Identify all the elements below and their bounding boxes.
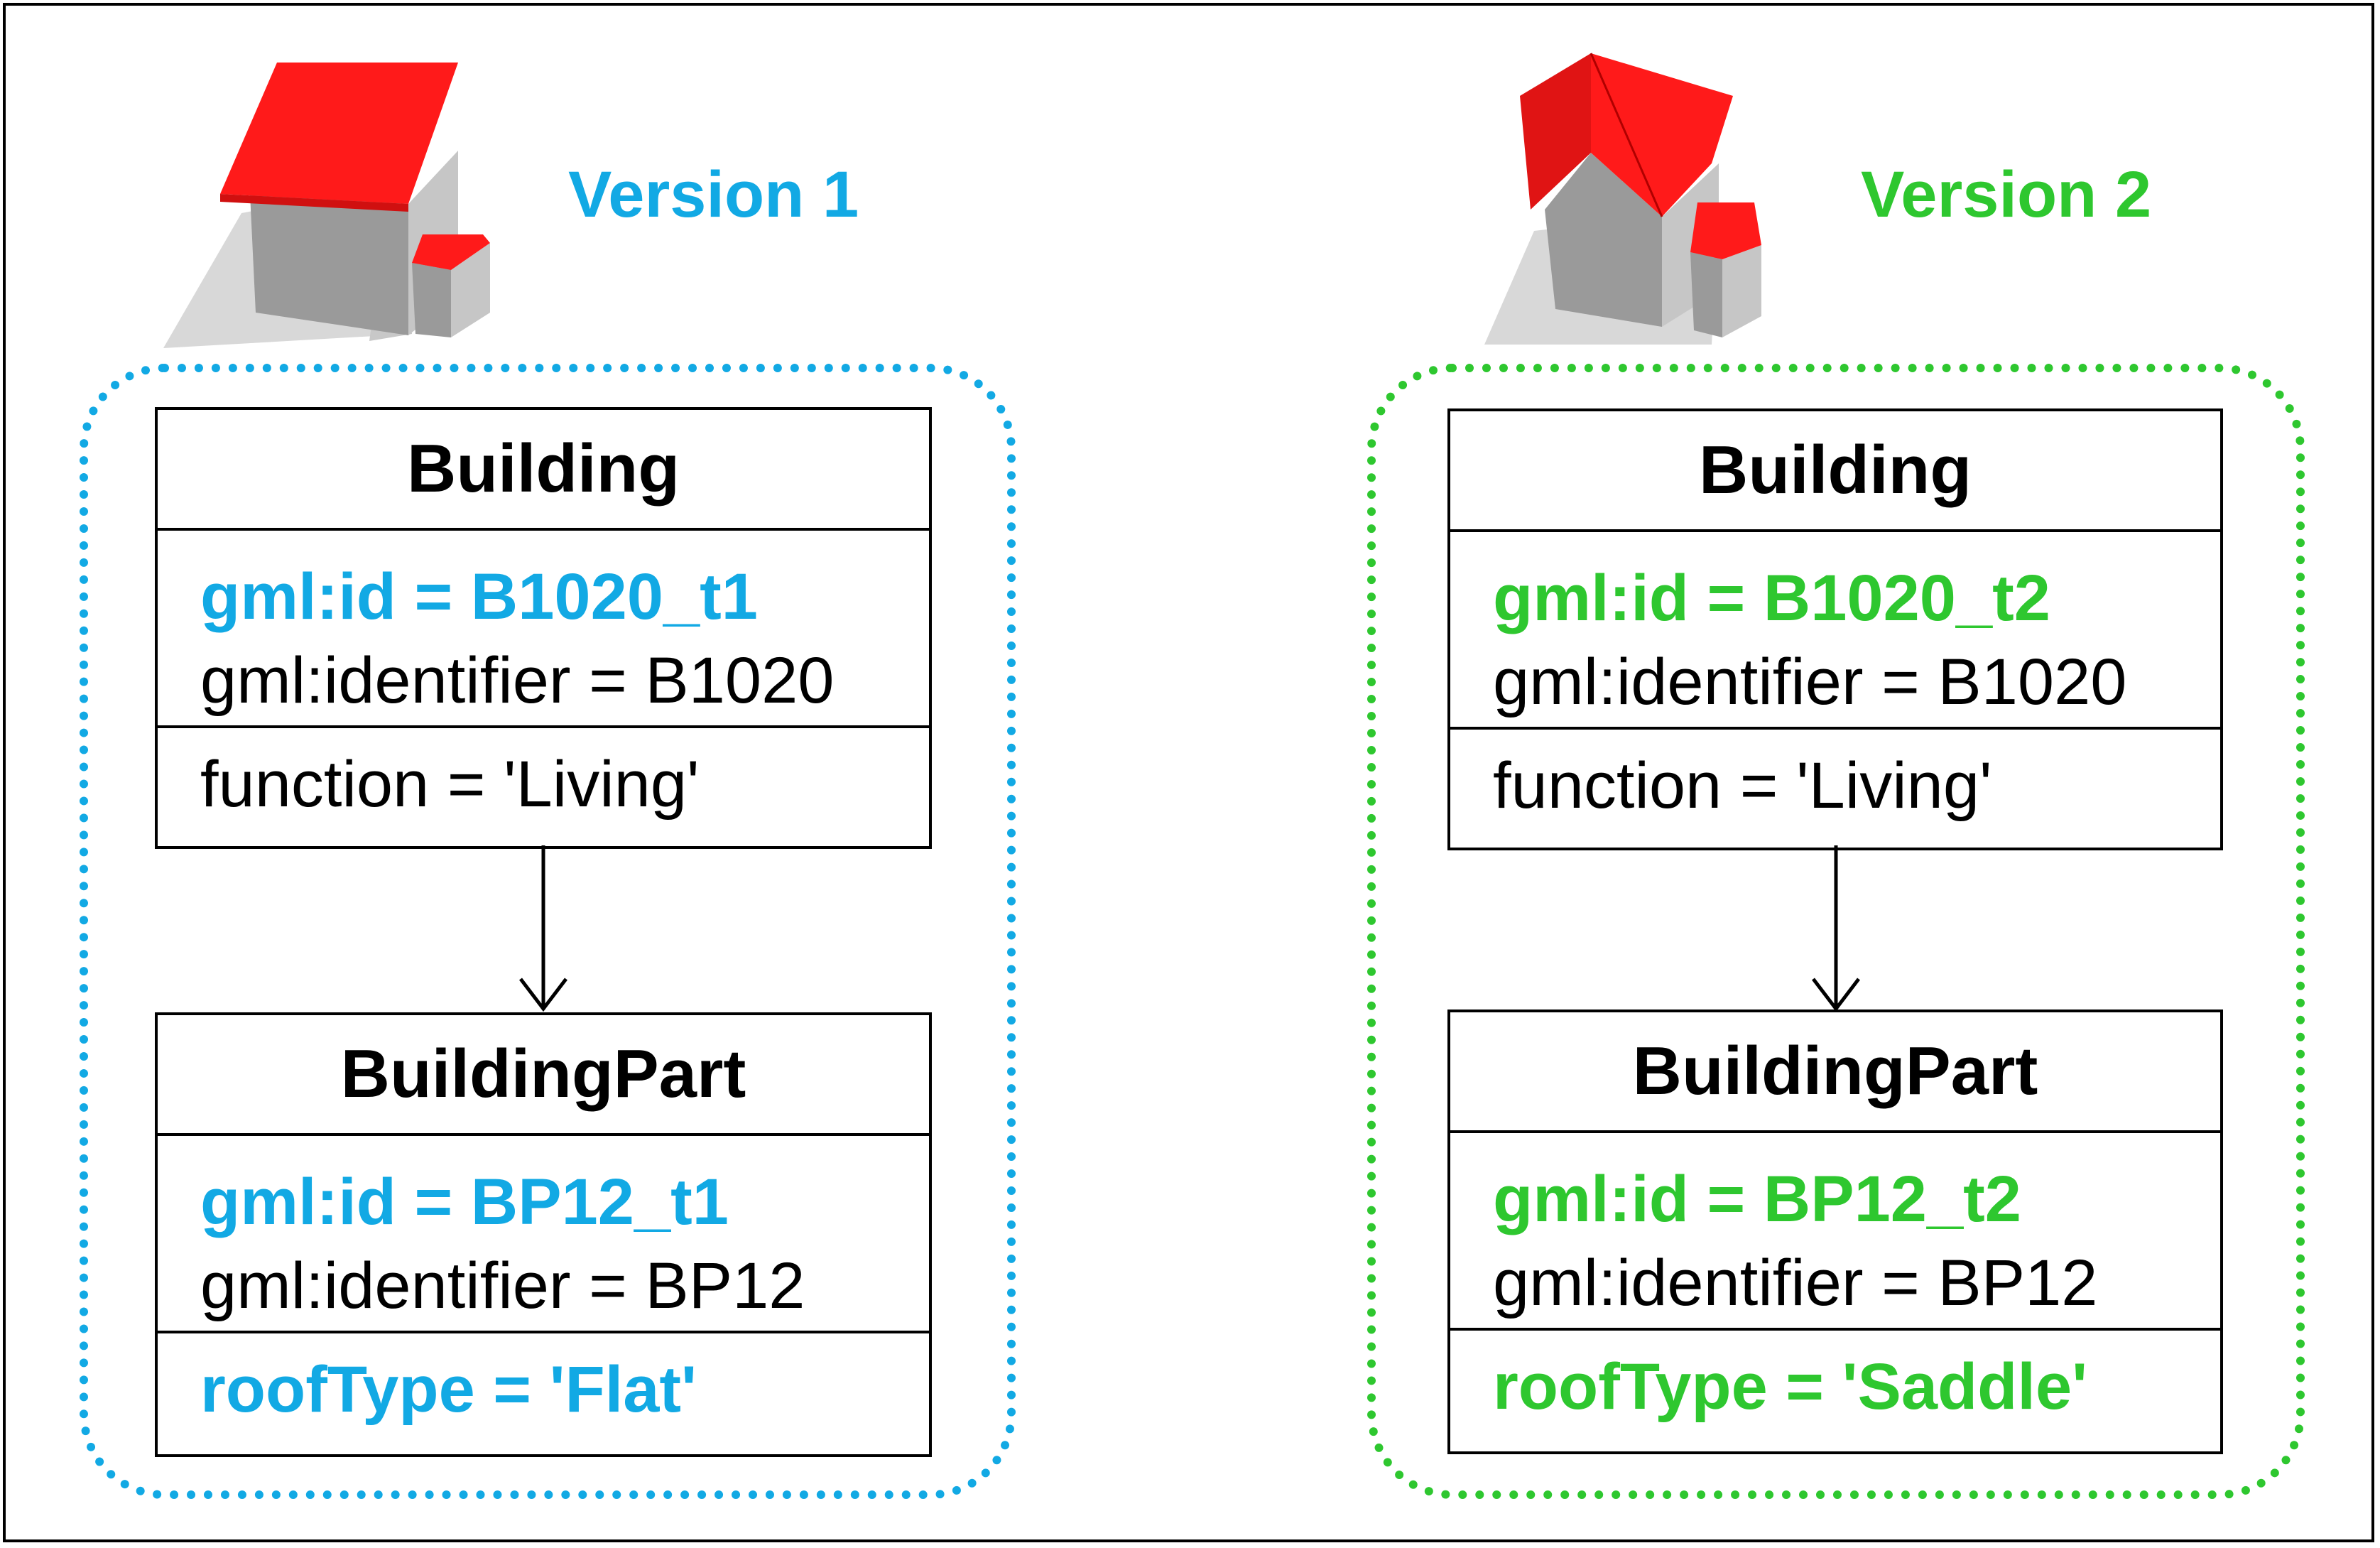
class-title: Building	[1450, 411, 2220, 532]
gml-id-attribute: gml:id = B1020_t1	[200, 561, 758, 633]
roof-type-attribute: roofType = 'Saddle'	[1493, 1351, 2087, 1423]
version-1-group	[80, 364, 1016, 1499]
gml-identifier-attribute: gml:identifier = BP12	[1493, 1247, 2098, 1319]
class-title: Building	[158, 410, 929, 531]
building-part-class-box: BuildingPart gml:id = BP12_t2 gml:identi…	[1447, 1010, 2223, 1454]
figure-frame	[3, 3, 2374, 1542]
function-attribute: function = 'Living'	[200, 748, 700, 821]
version-1-title: Version 1	[568, 158, 859, 231]
identifier-compartment: gml:id = B1020_t1 gml:identifier = B1020	[158, 531, 929, 728]
gml-identifier-attribute: gml:identifier = BP12	[200, 1250, 805, 1322]
gml-id-attribute: gml:id = B1020_t2	[1493, 562, 2050, 634]
roof-type-attribute: roofType = 'Flat'	[200, 1353, 697, 1426]
gml-identifier-attribute: gml:identifier = B1020	[1493, 646, 2127, 718]
identifier-compartment: gml:id = BP12_t2 gml:identifier = BP12	[1450, 1133, 2220, 1331]
building-part-class-box: BuildingPart gml:id = BP12_t1 gml:identi…	[155, 1012, 932, 1457]
gml-id-attribute: gml:id = BP12_t2	[1493, 1163, 2021, 1235]
composition-arrow	[519, 845, 567, 1012]
composition-arrow	[1812, 845, 1860, 1012]
class-title: BuildingPart	[1450, 1012, 2220, 1133]
building-class-box: Building gml:id = B1020_t2 gml:identifie…	[1447, 408, 2223, 850]
attribute-compartment: roofType = 'Flat'	[158, 1333, 929, 1454]
function-attribute: function = 'Living'	[1493, 749, 1992, 822]
attribute-compartment: function = 'Living'	[1450, 730, 2220, 848]
attribute-compartment: function = 'Living'	[158, 728, 929, 846]
version-2-title: Version 2	[1861, 158, 2152, 231]
version-2-group	[1367, 364, 2305, 1499]
gml-id-attribute: gml:id = BP12_t1	[200, 1166, 729, 1238]
attribute-compartment: roofType = 'Saddle'	[1450, 1331, 2220, 1451]
identifier-compartment: gml:id = B1020_t2 gml:identifier = B1020	[1450, 532, 2220, 730]
saddle-roof-house-icon	[1484, 53, 1761, 345]
flat-roof-house-icon	[163, 63, 490, 348]
class-title: BuildingPart	[158, 1015, 929, 1136]
identifier-compartment: gml:id = BP12_t1 gml:identifier = BP12	[158, 1136, 929, 1333]
gml-identifier-attribute: gml:identifier = B1020	[200, 644, 835, 717]
building-class-box: Building gml:id = B1020_t1 gml:identifie…	[155, 407, 932, 849]
